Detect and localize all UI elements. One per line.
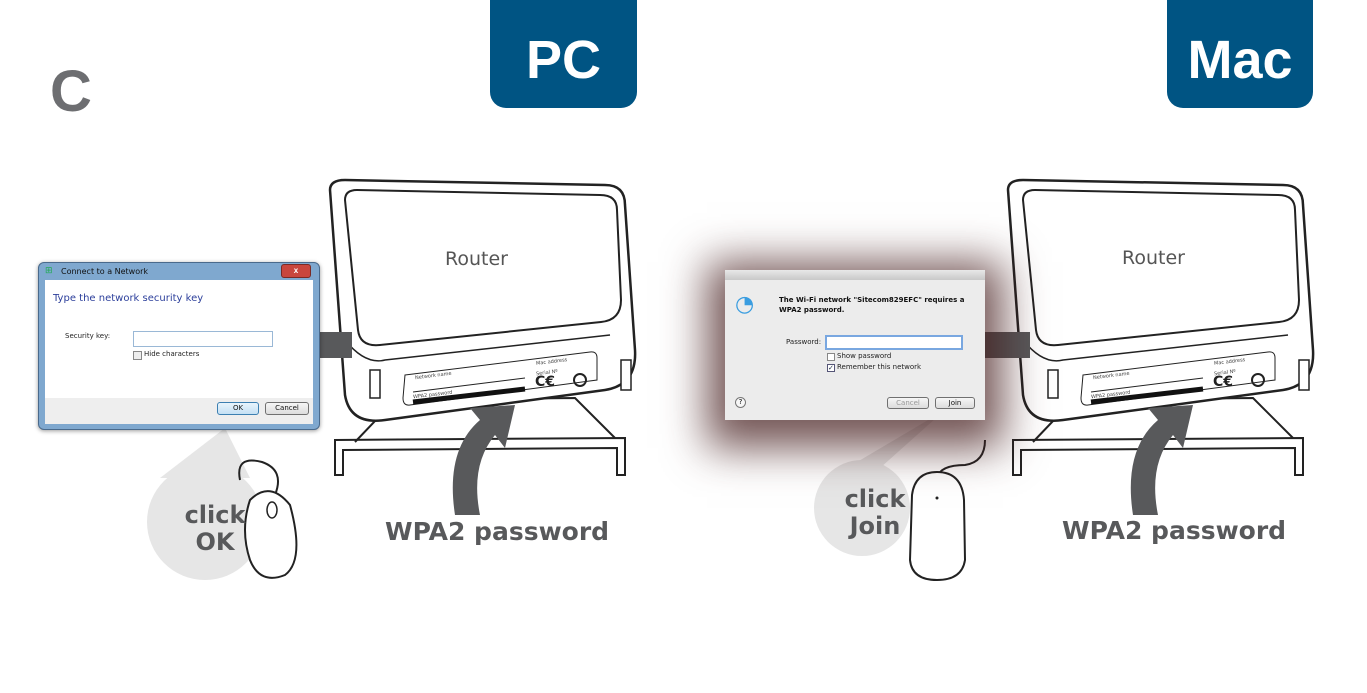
- show-password-label: Show password: [837, 352, 892, 360]
- wifi-icon: ◔: [735, 292, 755, 317]
- security-key-input[interactable]: [133, 331, 273, 347]
- dialog-heading: Type the network security key: [53, 293, 204, 304]
- network-icon: ⊞: [45, 266, 53, 276]
- dialog-message: The Wi-Fi network "Sitecom829EFC" requir…: [779, 296, 965, 314]
- close-button[interactable]: x: [281, 264, 311, 278]
- hide-characters-checkbox[interactable]: [133, 351, 142, 360]
- click-ok-caption: click OK: [180, 502, 250, 556]
- zoom-circle-mac: [814, 460, 910, 556]
- wpa2-caption-pc: WPA2 password: [385, 517, 610, 546]
- click-line1: click: [844, 485, 906, 513]
- password-input[interactable]: [825, 335, 963, 350]
- mouse-icon-mac: [908, 439, 986, 582]
- connect-to-network-dialog: ⊞ Connect to a Network x Type the networ…: [38, 262, 320, 430]
- cancel-button[interactable]: Cancel: [265, 402, 309, 415]
- help-button[interactable]: ?: [735, 397, 746, 408]
- zoom-circle-pc: [147, 464, 263, 580]
- zoom-beam-pc: [160, 428, 250, 478]
- click-join-caption: click Join: [840, 486, 910, 540]
- wifi-password-dialog: ◔ The Wi-Fi network "Sitecom829EFC" requ…: [725, 270, 985, 420]
- step-letter: C: [50, 59, 92, 124]
- security-key-label: Security key:: [65, 332, 111, 340]
- dialog-footer: OK Cancel: [45, 398, 313, 424]
- wpa2-caption-mac: WPA2 password: [1062, 516, 1287, 545]
- click-line1: click: [184, 501, 246, 529]
- remember-network-label: Remember this network: [837, 363, 922, 371]
- hide-characters-label: Hide characters: [144, 350, 200, 358]
- curved-arrow-mac: [1130, 405, 1193, 515]
- click-line2: OK: [195, 528, 235, 556]
- dialog-body: Type the network security key Security k…: [45, 280, 313, 398]
- remember-network-checkbox[interactable]: ✓: [827, 364, 835, 372]
- password-label: Password:: [786, 338, 822, 346]
- dialog-title: Connect to a Network: [61, 267, 149, 276]
- show-password-checkbox[interactable]: [827, 353, 835, 361]
- cancel-button[interactable]: Cancel: [887, 397, 929, 409]
- ok-button[interactable]: OK: [217, 402, 259, 415]
- click-line2: Join: [849, 512, 901, 540]
- pc-tab: PC: [490, 0, 637, 108]
- router-label-pc: Router: [445, 248, 508, 270]
- join-button[interactable]: Join: [935, 397, 975, 409]
- curved-arrow-pc: [452, 405, 515, 515]
- title-bar: [725, 270, 985, 280]
- mouse-icon-pc: [238, 459, 298, 579]
- mac-tab: Mac: [1167, 0, 1313, 108]
- router-label-mac: Router: [1122, 247, 1185, 269]
